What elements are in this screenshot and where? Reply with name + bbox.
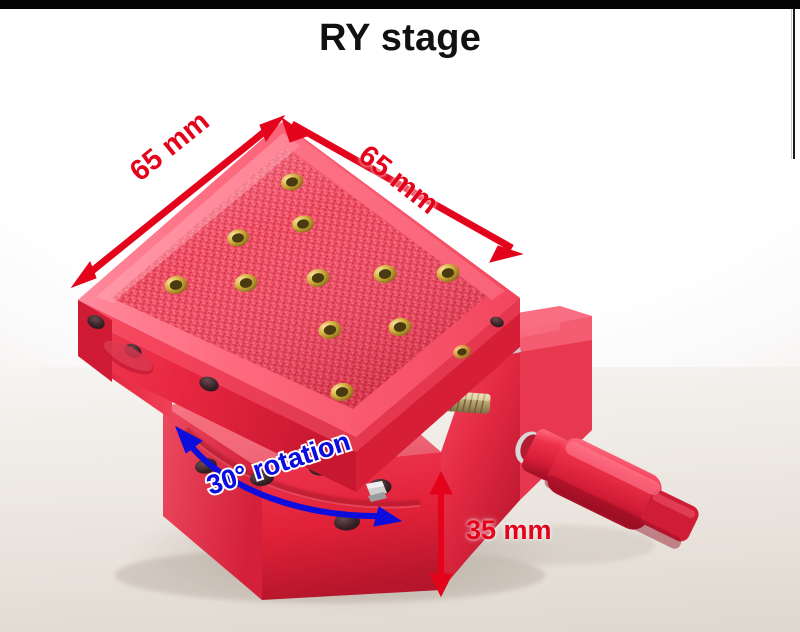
right-edge-rule bbox=[793, 9, 795, 159]
figure-title: RY stage bbox=[318, 17, 482, 59]
dimension-label-height: 35 mm bbox=[466, 515, 552, 545]
right-edge-light-rule bbox=[791, 9, 792, 159]
top-border-bar bbox=[0, 0, 800, 9]
